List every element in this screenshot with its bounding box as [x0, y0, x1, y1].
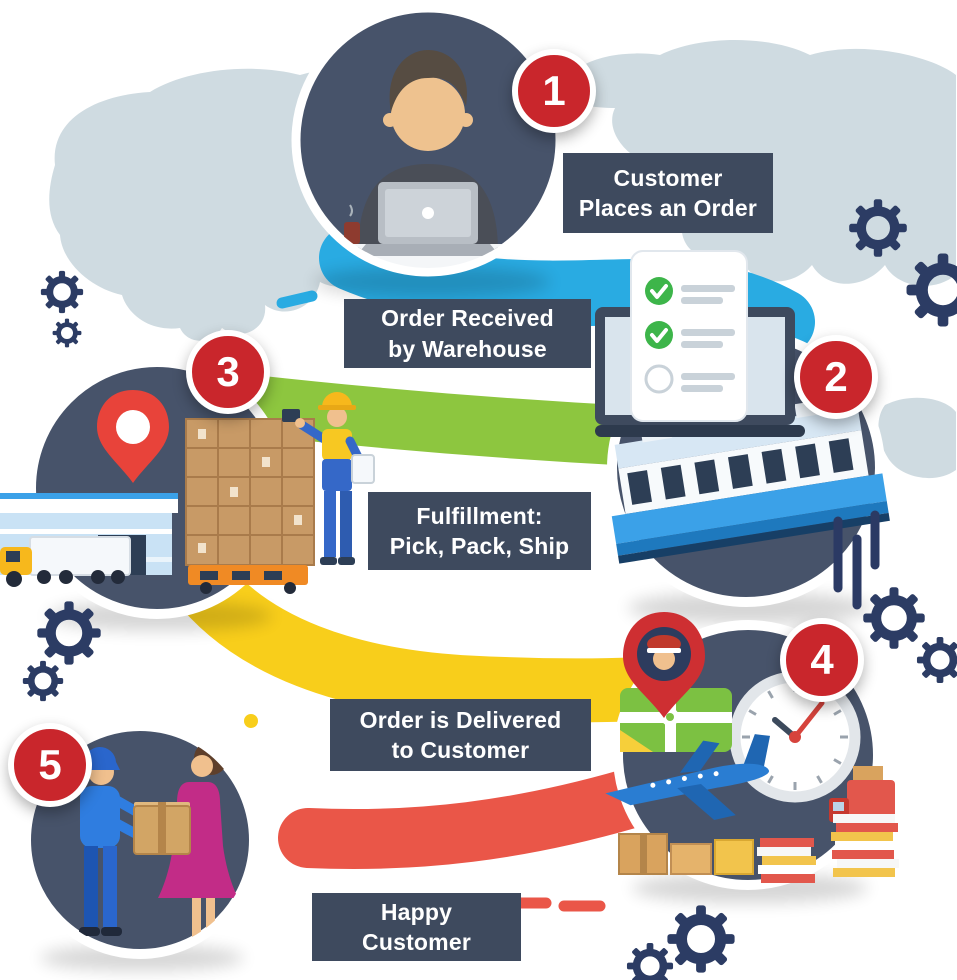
- gear-icon: [41, 271, 83, 313]
- step-2-badge: 2: [794, 335, 878, 419]
- step-4-badge: 4: [780, 618, 864, 702]
- gear-icon: [667, 905, 734, 972]
- gear-icon: [37, 601, 100, 664]
- step-1-badge: 1: [512, 49, 596, 133]
- step-4-label: Order is Delivered to Customer: [330, 699, 591, 771]
- gear-icon: [863, 587, 924, 648]
- step-3-badge: 3: [186, 330, 270, 414]
- step-1-label: Customer Places an Order: [563, 153, 773, 233]
- step-2-label: Order Received by Warehouse: [344, 299, 591, 368]
- step-5-label: Happy Customer: [312, 893, 521, 961]
- ribbon-step2-to-3: [222, 375, 665, 466]
- ribbon-step4-to-5: [278, 769, 658, 870]
- step-5-badge: 5: [8, 723, 92, 807]
- gear-icon: [917, 637, 957, 683]
- circle-shadows: [40, 266, 872, 971]
- ribbon-step3-to-4: [166, 546, 694, 723]
- gear-icon: [627, 943, 673, 980]
- gear-icon: [53, 319, 82, 348]
- gear-icon: [23, 661, 63, 701]
- step-3-label: Fulfillment: Pick, Pack, Ship: [368, 492, 591, 570]
